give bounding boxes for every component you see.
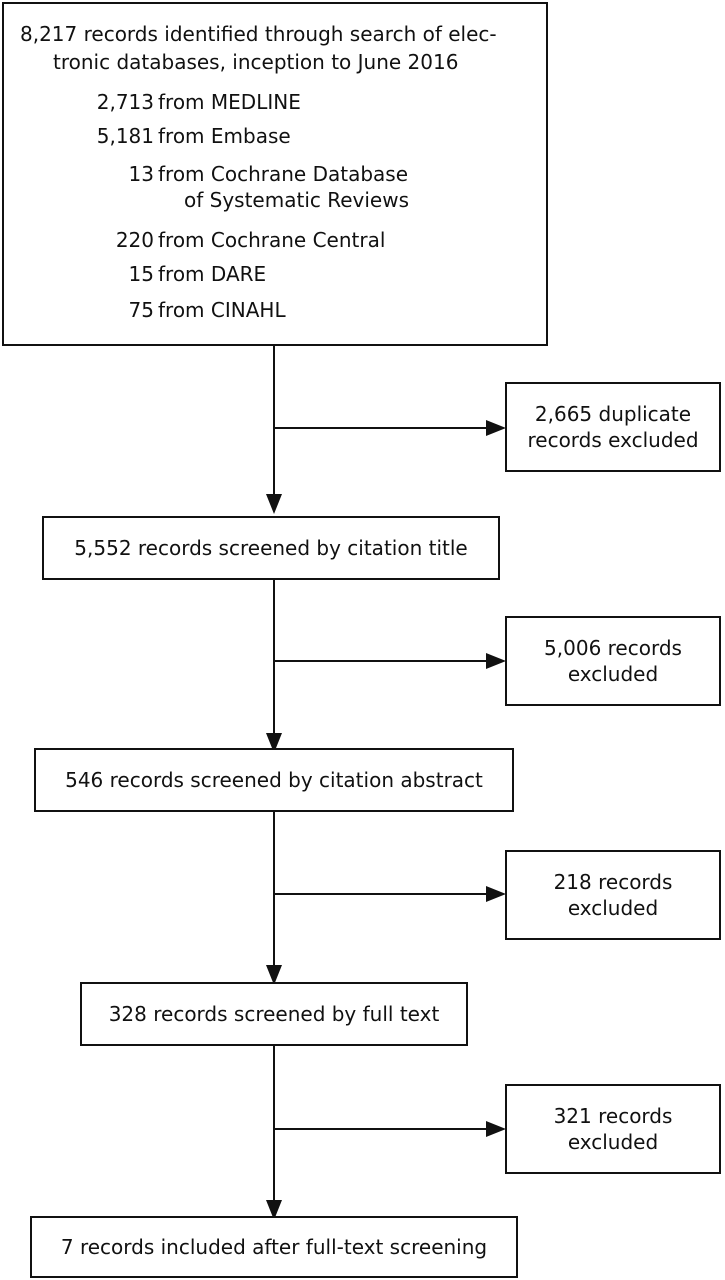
source-name: from Embase xyxy=(158,124,291,148)
exclusion-line1: 5,006 records xyxy=(544,636,682,660)
source-row-cochrane-reviews: 13 from Cochrane Database of Systematic … xyxy=(4,162,544,214)
step-box-abstract-screen: 546 records screened by citation abstrac… xyxy=(34,748,514,812)
source-name-continued: of Systematic Reviews xyxy=(184,188,409,212)
step-label: 328 records screened by full text xyxy=(108,1002,440,1026)
source-title-line1: 8,217 records identified through search … xyxy=(20,22,497,46)
exclusion-line1: 321 records xyxy=(553,1104,673,1128)
source-name: from Cochrane Database xyxy=(158,162,409,186)
exclusion-line1: 218 records xyxy=(553,870,673,894)
exclusion-line2: excluded xyxy=(567,896,659,920)
exclusion-line2: excluded xyxy=(567,1130,659,1154)
step-box-fulltext-screen: 328 records screened by full text xyxy=(80,982,468,1046)
step-box-title-screen: 5,552 records screened by citation title xyxy=(42,516,500,580)
step-box-included: 7 records included after full-text scree… xyxy=(30,1216,518,1278)
source-count: 2,713 xyxy=(96,90,154,114)
source-count: 15 xyxy=(128,262,154,286)
exclusion-box-fulltext: 321 records excluded xyxy=(505,1084,721,1174)
step-label: 5,552 records screened by citation title xyxy=(74,536,468,560)
step-label: 7 records included after full-text scree… xyxy=(60,1235,488,1259)
source-count: 75 xyxy=(128,298,154,322)
exclusion-line2: excluded xyxy=(567,662,659,686)
source-records-box: 8,217 records identified through search … xyxy=(2,2,548,346)
exclusion-box-duplicates: 2,665 duplicate records excluded xyxy=(505,382,721,472)
exclusion-line2: records excluded xyxy=(527,428,699,452)
source-count: 13 xyxy=(128,162,154,186)
source-name: from MEDLINE xyxy=(158,90,301,114)
source-count: 5,181 xyxy=(96,124,154,148)
source-count: 220 xyxy=(115,228,154,252)
exclusion-line1: 2,665 duplicate xyxy=(534,402,692,426)
source-title-line2: tronic databases, inception to June 2016 xyxy=(53,50,459,74)
step-label: 546 records screened by citation abstrac… xyxy=(65,768,483,792)
source-name: from CINAHL xyxy=(158,298,286,322)
exclusion-box-title: 5,006 records excluded xyxy=(505,616,721,706)
exclusion-box-abstract: 218 records excluded xyxy=(505,850,721,940)
source-name: from Cochrane Central xyxy=(158,228,386,252)
source-name: from DARE xyxy=(158,262,267,286)
